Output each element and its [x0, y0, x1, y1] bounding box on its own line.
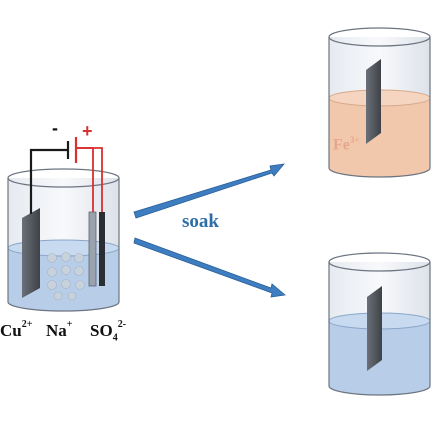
so4-ion-label: SO42- — [90, 319, 127, 344]
black-wire — [29, 148, 68, 214]
arrow-lower — [133, 237, 286, 298]
blue-beaker-plate — [367, 286, 382, 371]
arrow-upper — [133, 163, 285, 219]
electrolysis-beaker — [7, 137, 120, 312]
counter-electrode — [99, 212, 105, 286]
plus-sign: + — [82, 121, 93, 141]
cu-ion-label: Cu2+ — [0, 319, 33, 340]
soak-arrows — [133, 163, 286, 298]
ions — [47, 252, 85, 301]
blue-beaker — [328, 252, 431, 396]
fe-ion-label: Fe3+ — [333, 135, 360, 154]
fe-beaker — [328, 27, 431, 178]
na-ion-label: Na+ — [46, 319, 73, 340]
minus-sign: - — [52, 118, 58, 138]
working-electrode-plate — [22, 208, 40, 298]
reference-electrode — [88, 211, 97, 287]
fe-beaker-plate — [366, 59, 381, 144]
soak-label: soak — [182, 211, 219, 232]
fe-solution — [329, 98, 430, 177]
red-wire-counter — [76, 147, 103, 212]
